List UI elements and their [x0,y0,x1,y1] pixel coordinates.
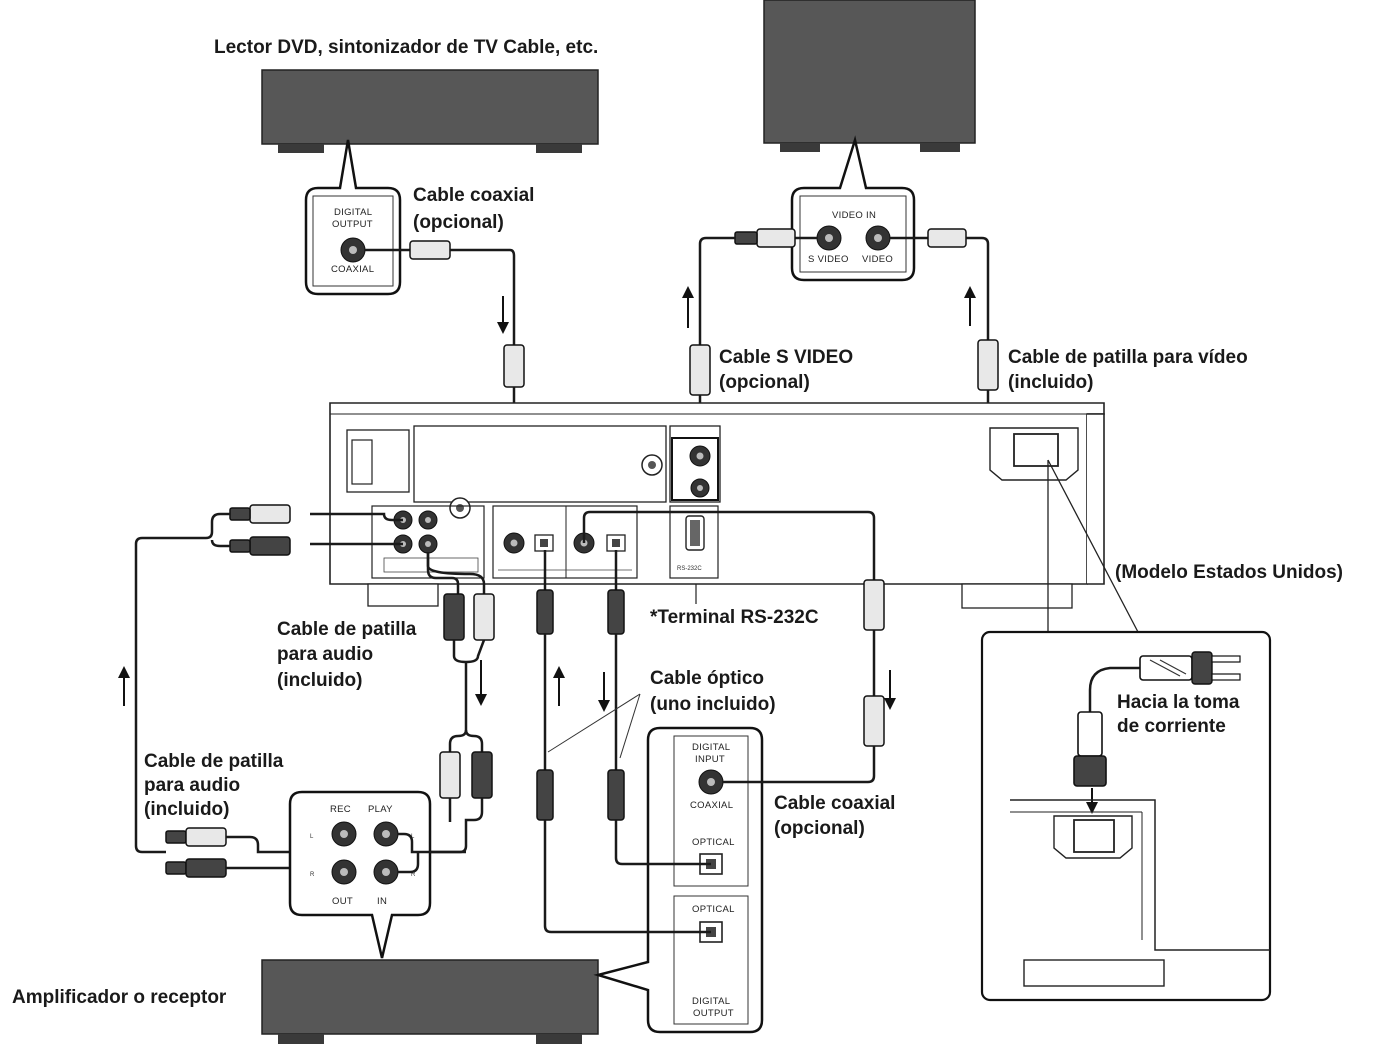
svg-text:OPTICAL: OPTICAL [692,904,735,915]
coax-top-label-2: (opcional) [413,212,504,233]
source-digital-output-panel: DIGITAL OUTPUT COAXIAL [304,139,402,296]
coax-top-label-1: Cable coaxial [413,185,534,206]
svg-text:OPTICAL: OPTICAL [692,837,735,848]
svg-text:L: L [411,834,415,840]
svg-text:S VIDEO: S VIDEO [808,254,849,265]
svg-text:OUTPUT: OUTPUT [332,219,373,230]
svg-text:L: L [310,834,314,840]
rs232-label: *Terminal RS-232C [650,607,819,628]
svg-text:REC: REC [330,804,351,815]
audio-pin-b-label-3: (incluido) [144,799,229,820]
audio-pin-b-label-2: para audio [144,775,240,796]
video-pin-label-2: (incluido) [1008,372,1093,393]
optical-label-1: Cable óptico [650,668,764,689]
amplifier-device [261,959,599,1044]
amplifier-label: Amplificador o receptor [12,987,227,1008]
coax-bottom-label-2: (opcional) [774,818,865,839]
svg-text:INPUT: INPUT [695,754,725,765]
svg-text:VIDEO IN: VIDEO IN [832,210,876,221]
optical-label-2: (uno incluido) [650,694,776,715]
source-device [261,69,599,153]
power-label-2: de corriente [1117,716,1226,737]
audio-pin-a-label-3: (incluido) [277,670,362,691]
svg-text:IN: IN [377,896,387,907]
power-label-1: Hacia la toma [1117,692,1240,713]
audio-pin-b-label-1: Cable de patilla [144,751,284,772]
svg-text:OUTPUT: OUTPUT [693,1008,734,1019]
s-video-cable [689,228,817,450]
main-unit-rear-panel: RS-232C [329,402,1105,609]
svg-text:COAXIAL: COAXIAL [690,800,733,811]
svg-text:VIDEO: VIDEO [862,254,893,265]
optical-cable-1 [536,550,711,934]
coax-bottom-label-1: Cable coaxial [774,793,895,814]
amplifier-audio-panel: REC PLAY L R L R OUT IN [288,790,466,959]
svg-text:DIGITAL: DIGITAL [692,996,730,1007]
audio-pin-a-label-1: Cable de patilla [277,619,417,640]
tv-device [763,0,976,152]
svideo-label-1: Cable S VIDEO [719,347,853,368]
svg-text:DIGITAL: DIGITAL [692,742,730,753]
svg-text:R: R [310,872,315,878]
svg-text:DIGITAL: DIGITAL [334,207,372,218]
optical-cable-2 [607,550,711,866]
power-connection-inset [980,630,1272,1002]
audio-pin-cable-b [134,504,403,878]
ac-inlet[interactable] [1013,433,1059,467]
svg-text:R: R [411,872,416,878]
audio-pin-a-label-2: para audio [277,644,373,665]
iec-connector[interactable] [1073,755,1107,787]
svg-text:RS-232C: RS-232C [677,566,702,572]
audio-pin-cable-a [414,552,495,854]
svg-text:OUT: OUT [332,896,353,907]
source-device-label: Lector DVD, sintonizador de TV Cable, et… [214,37,598,58]
video-pin-label-1: Cable de patilla para vídeo [1008,347,1248,368]
bottom-coaxial-cable [582,510,885,784]
model-label: (Modelo Estados Unidos) [1115,562,1343,583]
svg-text:COAXIAL: COAXIAL [331,264,374,275]
tv-video-in-panel: VIDEO IN S VIDEO VIDEO [790,135,916,282]
svg-text:PLAY: PLAY [368,804,393,815]
svideo-label-2: (opcional) [719,372,810,393]
